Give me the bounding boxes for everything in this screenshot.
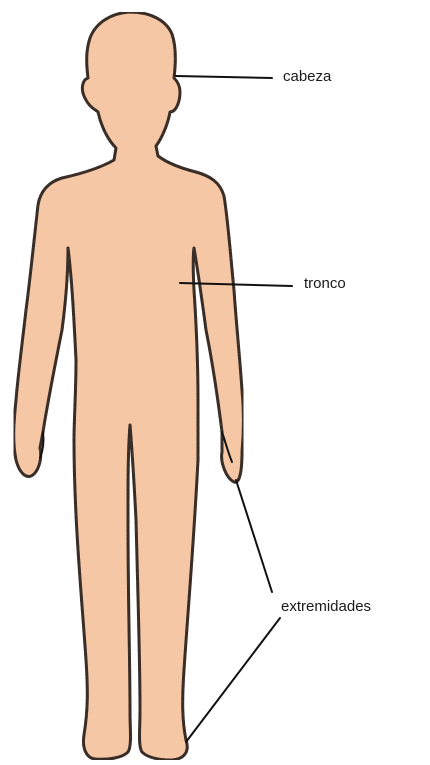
limbs-leader-line-arm [236,480,272,592]
trunk-leader-line [180,283,292,286]
body-silhouette [14,12,244,760]
child-figure [14,12,244,760]
label-trunk: tronco [304,275,346,292]
head-leader-line [176,76,272,78]
label-head: cabeza [283,68,332,85]
limbs-leader-line-leg [186,618,280,742]
label-limbs: extremidades [281,598,371,615]
